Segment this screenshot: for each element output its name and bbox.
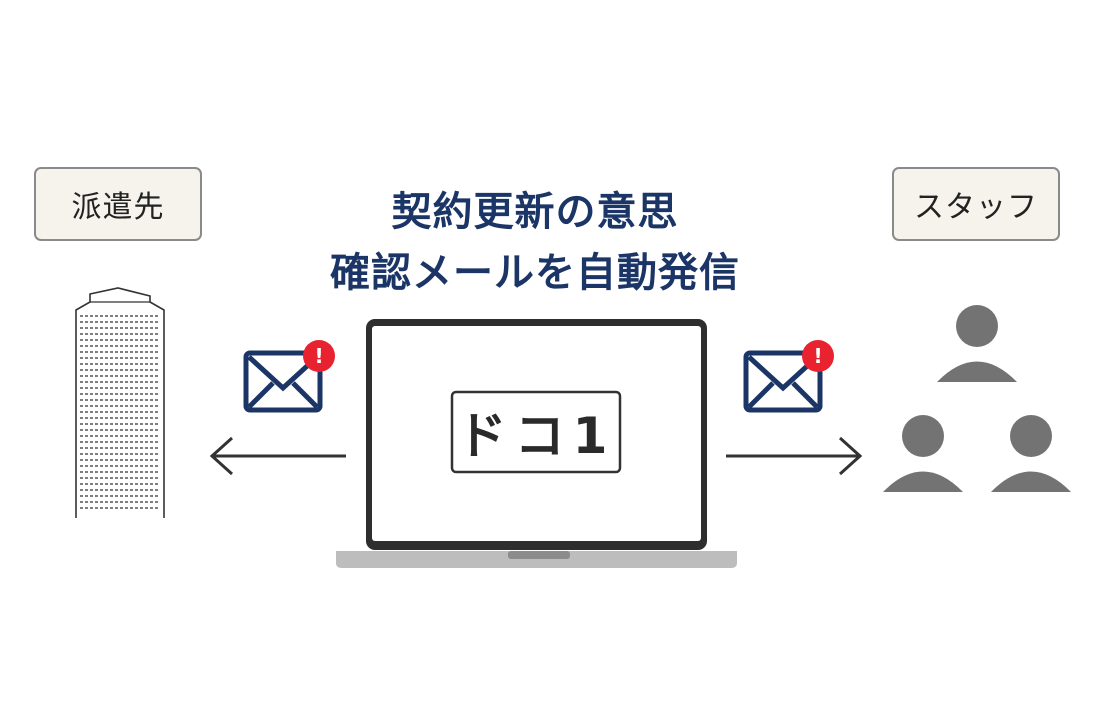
mail-icon-right <box>743 350 823 413</box>
people-icon <box>883 305 1071 492</box>
staff-label: スタッフ <box>892 167 1060 241</box>
building-icon <box>75 287 165 518</box>
headline-line-1: 契約更新の意思 <box>391 189 679 235</box>
alert-badge-right <box>802 340 834 372</box>
right-arrow-icon <box>726 436 863 476</box>
left-arrow-icon <box>209 436 346 476</box>
logo-text: ドコ1 <box>456 407 616 465</box>
mail-icon-left <box>243 350 323 413</box>
alert-badge-left <box>303 340 335 372</box>
destination-label-text: 派遣先 <box>71 190 165 225</box>
alert-badge-right-text: ! <box>813 344 822 368</box>
staff-label-text: スタッフ <box>914 190 1038 225</box>
laptop-icon <box>336 319 737 568</box>
destination-label: 派遣先 <box>34 167 202 241</box>
headline-line-2: 確認メールを自動発信 <box>330 250 740 296</box>
alert-badge-left-text: ! <box>314 344 323 368</box>
